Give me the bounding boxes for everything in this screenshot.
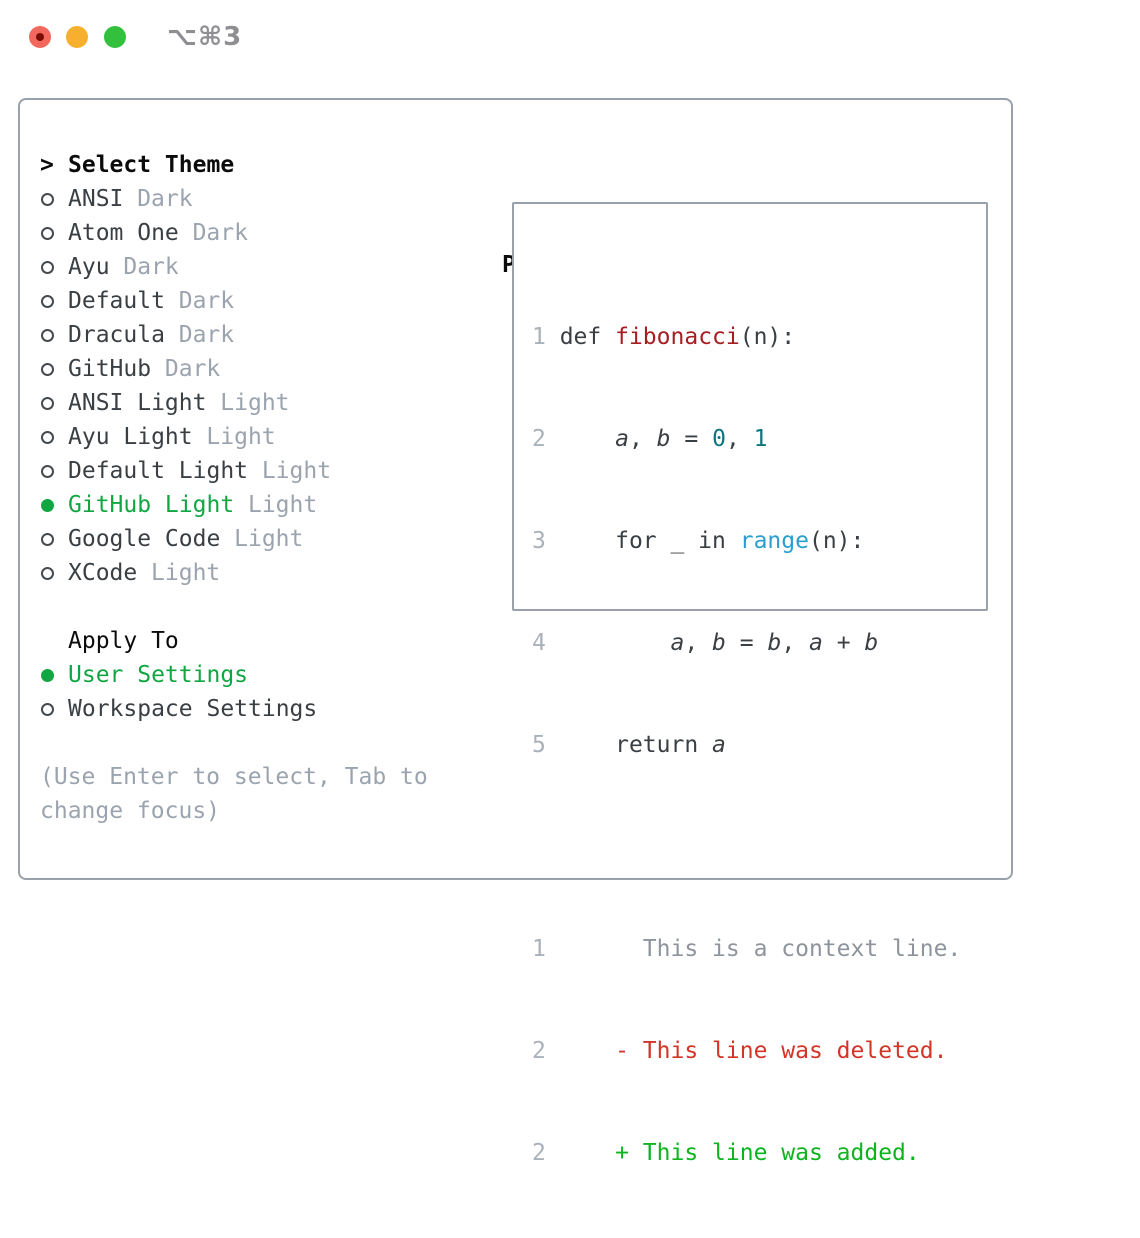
theme-menu: > Select Theme ANSI Dark Atom One Dark A… — [40, 148, 490, 828]
window-title: ⌥⌘3 — [167, 22, 243, 52]
code-line: 1 def fibonacci(n): — [532, 324, 796, 350]
theme-option-dracula-dark[interactable]: Dracula Dark — [40, 318, 490, 352]
theme-option-default-dark[interactable]: Default Dark — [40, 284, 490, 318]
diff-added-line: 2 + This line was added. — [532, 1140, 920, 1166]
apply-option-workspace-settings[interactable]: Workspace Settings — [40, 692, 490, 726]
radio-selected-icon — [40, 668, 68, 682]
theme-option-ayu-dark[interactable]: Ayu Dark — [40, 250, 490, 284]
radio-icon — [40, 192, 68, 206]
code-line: 5 return a — [532, 732, 726, 758]
diff-context-line: 1 This is a context line. — [532, 936, 962, 962]
spacer — [40, 726, 490, 760]
radio-icon — [40, 294, 68, 308]
theme-option-github-dark[interactable]: GitHub Dark — [40, 352, 490, 386]
close-button[interactable] — [29, 26, 51, 48]
theme-option-github-light[interactable]: GitHub Light Light — [40, 488, 490, 522]
apply-to-title: Apply To — [68, 628, 179, 654]
select-theme-title: Select Theme — [68, 152, 235, 178]
caret-icon: > — [40, 152, 54, 178]
radio-icon — [40, 328, 68, 342]
code-line: 2 a, b = 0, 1 — [532, 426, 768, 452]
zoom-button[interactable] — [104, 26, 126, 48]
theme-option-ayu-light[interactable]: Ayu Light Light — [40, 420, 490, 454]
radio-selected-icon — [40, 498, 68, 512]
code-preview: 1 def fibonacci(n): 2 a, b = 0, 1 3 for … — [532, 252, 961, 1238]
radio-icon — [40, 464, 68, 478]
titlebar: ⌥⌘3 — [0, 0, 1140, 74]
apply-option-user-settings[interactable]: User Settings — [40, 658, 490, 692]
theme-option-ansi-dark[interactable]: ANSI Dark — [40, 182, 490, 216]
apply-to-header: Apply To — [40, 624, 490, 658]
preview-pane: 1 def fibonacci(n): 2 a, b = 0, 1 3 for … — [512, 202, 988, 1166]
code-line: 3 for _ in range(n): — [532, 528, 865, 554]
radio-icon — [40, 430, 68, 444]
diff-deleted-line: 2 - This line was deleted. — [532, 1038, 948, 1064]
radio-icon — [40, 566, 68, 580]
theme-dialog-panel: > Select Theme ANSI Dark Atom One Dark A… — [18, 98, 1013, 1166]
radio-icon — [40, 362, 68, 376]
radio-icon — [40, 396, 68, 410]
theme-option-ansi-light[interactable]: ANSI Light Light — [40, 386, 490, 420]
radio-icon — [40, 702, 68, 716]
app-window: ⌥⌘3 > Select Theme ANSI Dark Atom One Da… — [0, 0, 1140, 1166]
theme-option-google-code-light[interactable]: Google Code Light — [40, 522, 490, 556]
spacer — [40, 590, 490, 624]
radio-icon — [40, 532, 68, 546]
code-line — [532, 830, 961, 864]
minimize-button[interactable] — [66, 26, 88, 48]
radio-icon — [40, 226, 68, 240]
code-line: 4 a, b = b, a + b — [532, 630, 879, 656]
theme-option-xcode-light[interactable]: XCode Light — [40, 556, 490, 590]
theme-option-default-light[interactable]: Default Light Light — [40, 454, 490, 488]
radio-icon — [40, 260, 68, 274]
theme-option-atom-one-dark[interactable]: Atom One Dark — [40, 216, 490, 250]
select-theme-header: > Select Theme — [40, 148, 490, 182]
keyboard-hint: (Use Enter to select, Tab to change focu… — [40, 764, 428, 824]
